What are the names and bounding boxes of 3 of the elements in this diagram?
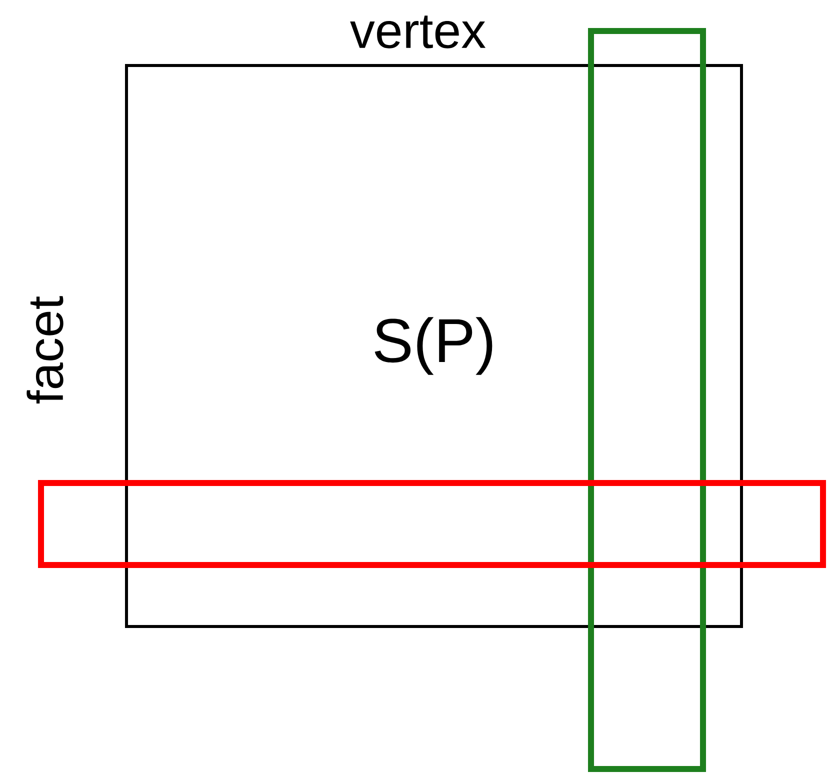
square-box: S(P)	[125, 64, 743, 628]
column-label: vertex	[350, 16, 486, 48]
row-label: facet	[26, 296, 64, 404]
